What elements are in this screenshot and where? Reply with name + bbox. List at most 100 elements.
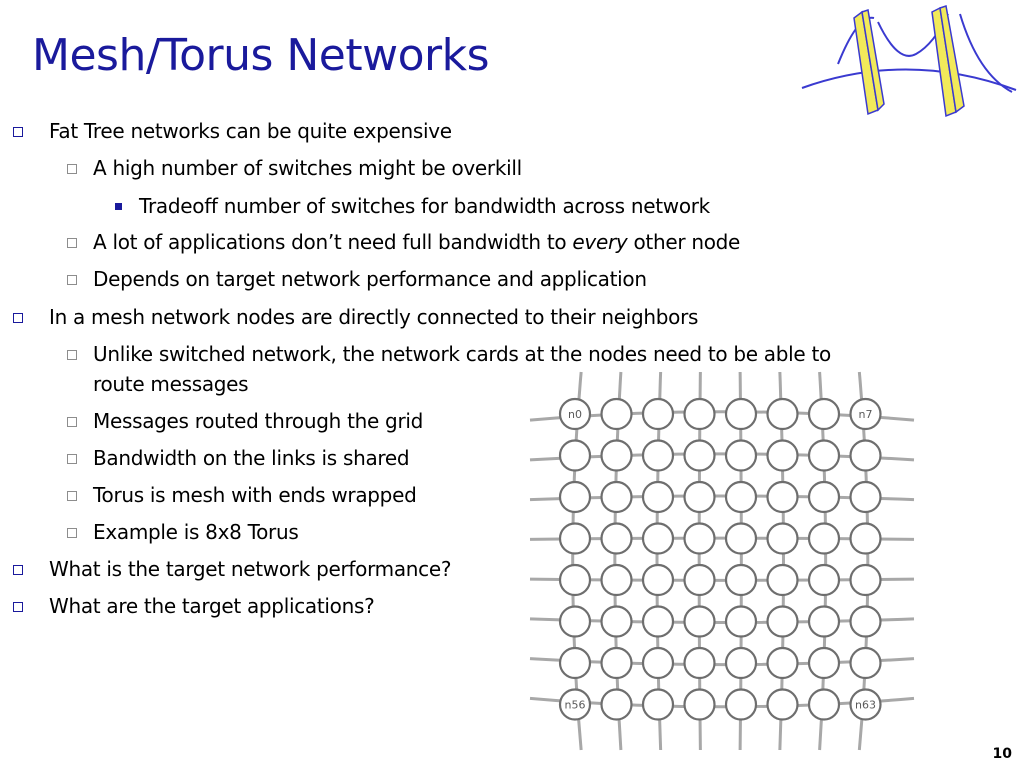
bullet-square-icon	[13, 602, 23, 612]
torus-node	[807, 688, 841, 721]
torus-node	[683, 397, 716, 431]
torus-node	[766, 688, 799, 721]
slide-title: Mesh/Torus Networks	[32, 30, 490, 81]
torus-diagram: n0 n7 n56 n63	[529, 371, 915, 751]
bullet-hollow-square-icon	[67, 454, 77, 464]
torus-node	[807, 480, 841, 514]
torus-node	[766, 605, 799, 638]
torus-node	[849, 646, 882, 680]
bullet-hollow-square-icon	[67, 417, 77, 427]
torus-node	[558, 397, 592, 431]
torus-node	[766, 480, 799, 514]
torus-node	[600, 688, 633, 721]
bullet-hollow-square-icon	[67, 350, 77, 360]
bullet-hollow-square-icon	[67, 275, 77, 285]
torus-node	[683, 522, 716, 555]
torus-node	[641, 522, 675, 555]
torus-node	[558, 688, 592, 721]
torus-node-label: n56	[565, 699, 586, 712]
torus-node	[641, 605, 675, 638]
bullet-text: Messages routed through the grid	[93, 409, 424, 433]
torus-node	[683, 439, 716, 472]
bullet-text: A high number of switches might be overk…	[93, 156, 522, 180]
torus-node	[641, 397, 675, 431]
bullet-text: Depends on target network performance an…	[93, 267, 647, 291]
bullet-text-part: other node	[627, 230, 741, 254]
torus-node	[558, 522, 592, 555]
emphasis-text: every	[572, 230, 628, 254]
torus-node	[558, 439, 592, 472]
torus-node	[724, 605, 758, 638]
bullet-text-part: A lot of applications don’t need full ba…	[93, 230, 573, 254]
torus-node	[849, 563, 882, 597]
torus-node	[683, 480, 716, 514]
torus-node	[766, 522, 799, 555]
bullet-square-icon	[13, 313, 23, 323]
torus-node-label: n0	[568, 408, 582, 421]
torus-node	[849, 439, 882, 472]
bullet-text: Example is 8x8 Torus	[93, 520, 299, 544]
torus-node	[600, 522, 633, 555]
torus-node	[683, 646, 716, 680]
bullet-hollow-square-icon	[67, 164, 77, 174]
bullet-text: Bandwidth on the links is shared	[93, 446, 410, 470]
torus-node	[807, 522, 841, 555]
torus-node-label: n7	[859, 408, 873, 421]
torus-node	[807, 397, 841, 431]
torus-node	[807, 439, 841, 472]
torus-node	[600, 563, 633, 597]
torus-node	[600, 605, 633, 638]
torus-node	[849, 480, 882, 514]
bullet-hollow-square-icon	[67, 528, 77, 538]
torus-node-label: n63	[855, 699, 876, 712]
bridge-logo-icon	[801, 5, 1017, 118]
torus-node	[558, 563, 592, 597]
torus-node	[766, 439, 799, 472]
torus-node	[600, 439, 633, 472]
bullet-hollow-square-icon	[67, 238, 77, 248]
bullet-text: A lot of applications don’t need full ba…	[93, 230, 740, 254]
bullet-text: Tradeoff number of switches for bandwidt…	[139, 194, 710, 218]
torus-node	[766, 646, 799, 680]
torus-node	[724, 688, 758, 721]
torus-node	[807, 605, 841, 638]
bullet-text: Unlike switched network, the network car…	[93, 342, 831, 366]
bullet-filled-square-icon	[115, 203, 122, 210]
torus-node	[807, 646, 841, 680]
torus-node	[724, 480, 758, 514]
bullet-text: What are the target applications?	[49, 594, 375, 618]
torus-node	[724, 563, 758, 597]
bullet-text-continuation: route messages	[93, 372, 249, 396]
torus-node	[849, 522, 882, 555]
page-number: 10	[992, 746, 1012, 762]
bullet-square-icon	[13, 565, 23, 575]
torus-node	[724, 397, 758, 431]
torus-node	[641, 688, 675, 721]
torus-node	[683, 605, 716, 638]
torus-node	[641, 563, 675, 597]
torus-node	[558, 480, 592, 514]
torus-node	[641, 480, 675, 514]
torus-node	[849, 605, 882, 638]
torus-node	[849, 688, 882, 721]
torus-node	[641, 439, 675, 472]
torus-node	[558, 646, 592, 680]
bullet-square-icon	[13, 127, 23, 137]
bullet-text: Torus is mesh with ends wrapped	[93, 483, 417, 507]
torus-node	[683, 563, 716, 597]
torus-node	[724, 439, 758, 472]
bullet-text: Fat Tree networks can be quite expensive	[49, 119, 452, 143]
torus-node	[766, 397, 799, 431]
bullet-text: In a mesh network nodes are directly con…	[49, 305, 699, 329]
torus-node	[600, 646, 633, 680]
torus-node	[600, 397, 633, 431]
torus-node	[683, 688, 716, 721]
torus-node	[724, 522, 758, 555]
torus-node	[849, 397, 882, 431]
torus-node	[766, 563, 799, 597]
bullet-hollow-square-icon	[67, 491, 77, 501]
torus-node	[558, 605, 592, 638]
torus-node	[807, 563, 841, 597]
torus-node	[641, 646, 675, 680]
